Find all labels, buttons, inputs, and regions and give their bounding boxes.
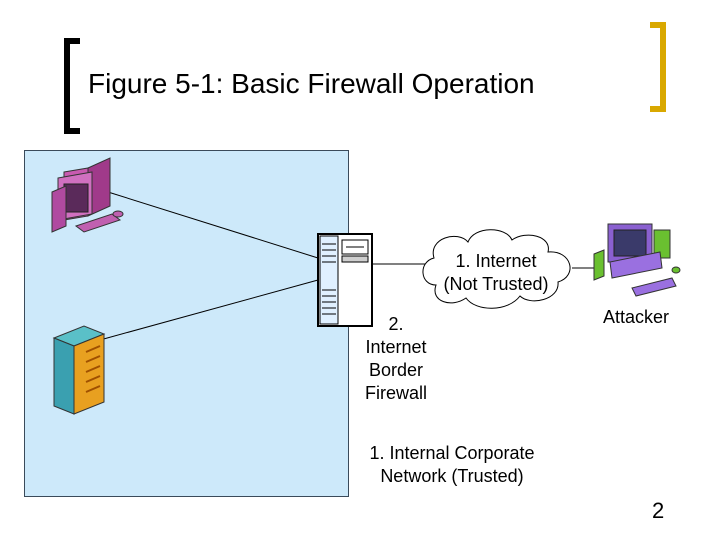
firewall-label: 2. Internet Border Firewall — [358, 313, 434, 405]
attacker-computer-icon — [593, 223, 681, 297]
internet-label-line1: 1. Internet — [455, 251, 537, 271]
internal-label-line1: 1. Internal Corporate — [369, 443, 535, 463]
title-bracket-right — [650, 22, 666, 112]
title-bracket-left — [64, 38, 80, 134]
firewall-label-line3: Border — [368, 360, 424, 380]
internet-label: 1. Internet (Not Trusted) — [440, 250, 552, 296]
firewall-device-icon — [317, 233, 373, 327]
cloud-icon — [422, 229, 571, 309]
slide-title: Figure 5-1: Basic Firewall Operation — [88, 68, 535, 99]
internet-label-line2: (Not Trusted) — [443, 274, 549, 294]
server-icon — [52, 325, 106, 415]
firewall-label-line2: Internet — [365, 337, 427, 357]
link-desktop-firewall — [107, 191, 319, 259]
slide-number: 2 — [652, 498, 665, 523]
firewall-label-line4: Firewall — [364, 383, 427, 403]
internal-network-label: 1. Internal Corporate Network (Trusted) — [356, 442, 548, 488]
attacker-label: Attacker — [602, 307, 670, 327]
link-server-firewall — [99, 279, 319, 341]
firewall-label-line1: 2. — [388, 314, 404, 334]
internal-label-line2: Network (Trusted) — [380, 466, 524, 486]
desktop-computer-icon — [51, 157, 124, 233]
